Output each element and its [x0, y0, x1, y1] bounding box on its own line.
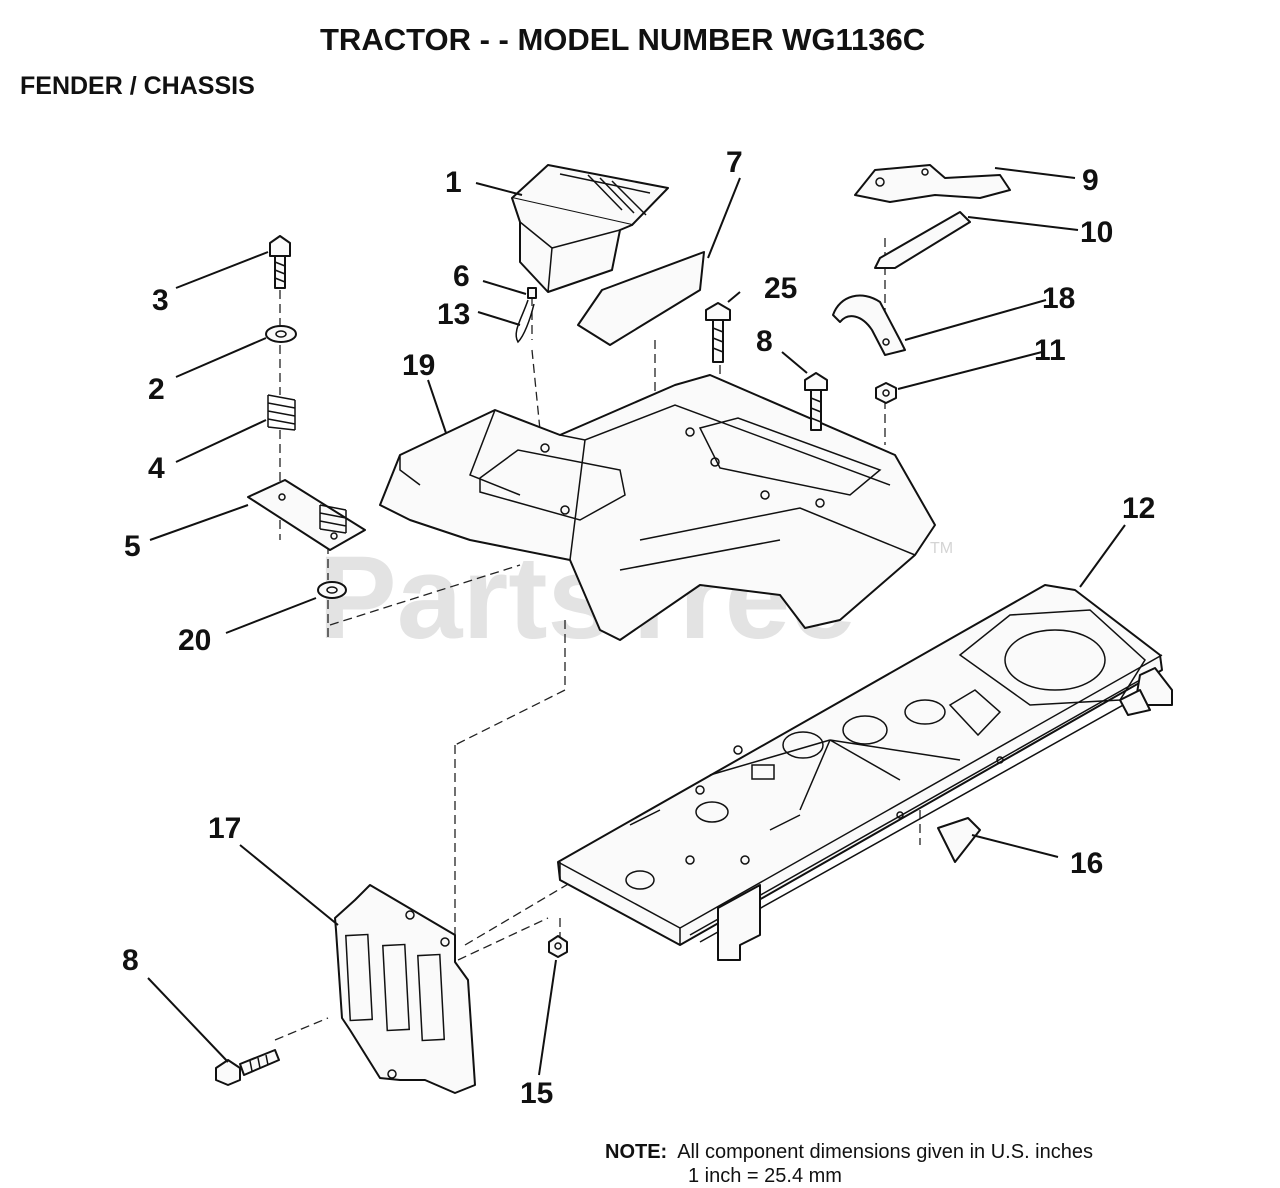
- callout-17: 17: [208, 812, 241, 845]
- callout-1: 1: [445, 166, 462, 199]
- callout-9: 9: [1082, 164, 1099, 197]
- callout-2: 2: [148, 373, 165, 406]
- part-15-nut: [548, 935, 568, 958]
- part-17-bracket-plate: [334, 884, 476, 1094]
- callout-11: 11: [1034, 334, 1066, 367]
- watermark-trademark: TM: [930, 540, 953, 557]
- part-20-washer: [317, 581, 347, 599]
- part-10-strap: [874, 211, 971, 269]
- note-line-1: All component dimensions given in U.S. i…: [677, 1141, 1093, 1163]
- part-12-chassis-frame: [557, 584, 1173, 961]
- part-8-bolt-lower: [215, 1049, 280, 1086]
- callout-numbers: 1 7 6 13 3 2 4 5 20 19 25 8 9 10 18 11 1…: [122, 146, 1155, 1110]
- part-5-plate: [247, 479, 366, 551]
- note-line-2: 1 inch = 25.4 mm: [688, 1165, 842, 1187]
- part-25-screw: [705, 302, 731, 363]
- callout-4: 4: [148, 452, 165, 485]
- part-19-fender: [379, 374, 936, 641]
- dimension-note: NOTE: All component dimensions given in U…: [605, 1140, 1093, 1165]
- callout-7: 7: [726, 146, 743, 179]
- part-6-13-pin-clip: [515, 287, 537, 344]
- section-subtitle: FENDER / CHASSIS: [20, 72, 255, 100]
- callout-3: 3: [152, 284, 169, 317]
- part-1-battery-box: [511, 164, 669, 293]
- callout-5: 5: [124, 530, 141, 563]
- part-7-decal: [577, 251, 705, 346]
- part-4-spring: [267, 394, 296, 431]
- callout-20: 20: [178, 624, 211, 657]
- part-16-clip: [937, 817, 981, 863]
- part-8-bolt-upper: [804, 372, 828, 431]
- callout-18: 18: [1042, 282, 1075, 315]
- callout-12: 12: [1122, 492, 1155, 525]
- leader-lines: [147, 167, 1126, 1076]
- callout-10: 10: [1080, 216, 1113, 249]
- part-9-bracket: [854, 164, 1011, 203]
- part-18-clamp: [832, 294, 906, 356]
- callout-8-lower: 8: [122, 944, 139, 977]
- callout-8-upper: 8: [756, 325, 773, 358]
- callout-15: 15: [520, 1077, 553, 1110]
- callout-6: 6: [453, 260, 470, 293]
- part-11-nut: [875, 382, 897, 404]
- note-label: NOTE:: [605, 1141, 668, 1163]
- page-title: TRACTOR - - MODEL NUMBER WG1136C: [320, 22, 926, 57]
- callout-16: 16: [1070, 847, 1103, 880]
- part-3-bolt: [269, 235, 291, 289]
- part-2-washer: [265, 325, 297, 343]
- callout-25: 25: [764, 272, 797, 305]
- callout-19: 19: [402, 349, 435, 382]
- callout-13: 13: [437, 298, 470, 331]
